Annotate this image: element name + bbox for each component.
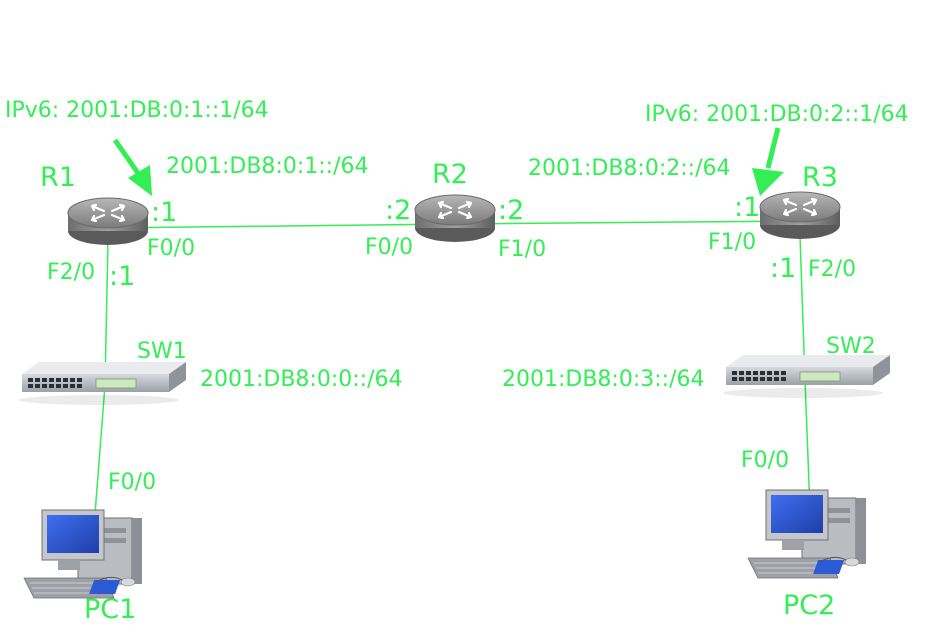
annotation-r1-ipv6: IPv6: 2001:DB:0:1::1/64: [5, 98, 269, 123]
iface-r3-f10-host: :1: [734, 192, 760, 223]
network-r3-sw2: 2001:DB8:0:3::/64: [502, 367, 704, 392]
label-r2: R2: [432, 159, 468, 190]
label-r1: R1: [40, 162, 76, 193]
link-r1-sw1: [104, 239, 109, 386]
iface-r2-f00-host: :2: [385, 195, 411, 226]
iface-r3-f20-host: :1: [770, 253, 796, 284]
router-icon-r1[interactable]: [66, 196, 150, 247]
link-r2-r3: [454, 220, 801, 225]
iface-r1-f20-host: :1: [109, 261, 135, 292]
iface-r3-f10: F1/0: [708, 230, 756, 255]
annotation-r3-ipv6: IPv6: 2001:DB:0:2::1/64: [645, 102, 909, 127]
arrow-r1-ipv6: [112, 138, 152, 196]
network-r1-sw1: 2001:DB8:0:0::/64: [200, 367, 402, 392]
label-pc1: PC1: [84, 594, 136, 625]
label-pc2: PC2: [783, 590, 835, 621]
iface-r2-f00: F0/0: [365, 235, 413, 260]
label-r3: R3: [802, 162, 838, 193]
iface-r1-f00-host: :1: [151, 197, 177, 228]
iface-r1-f20: F2/0: [47, 260, 95, 285]
link-sw2-pc2: [804, 379, 811, 511]
network-r1-r2: 2001:DB8:0:1::/64: [166, 154, 368, 179]
router-icon-r2[interactable]: [413, 193, 497, 244]
iface-r1-f00: F0/0: [147, 236, 195, 261]
iface-r3-f20: F2/0: [808, 257, 856, 282]
switch-icon-sw1[interactable]: [18, 361, 187, 406]
computer-icon-pc1[interactable]: [23, 509, 143, 599]
link-r1-r2: [107, 223, 456, 229]
arrow-r3-ipv6: [752, 127, 784, 196]
network-r2-r3: 2001:DB8:0:2::/64: [528, 156, 730, 181]
iface-r2-f10-host: :2: [498, 195, 524, 226]
computer-icon-pc2[interactable]: [747, 489, 867, 579]
iface-pc1-f00: F0/0: [108, 470, 156, 495]
router-icon-r3[interactable]: [758, 190, 842, 241]
switch-icon-sw2[interactable]: [722, 354, 891, 399]
iface-r2-f10: F1/0: [498, 237, 546, 262]
iface-pc2-f00: F0/0: [741, 448, 789, 473]
label-sw1: SW1: [137, 339, 187, 364]
label-sw2: SW2: [826, 334, 876, 359]
